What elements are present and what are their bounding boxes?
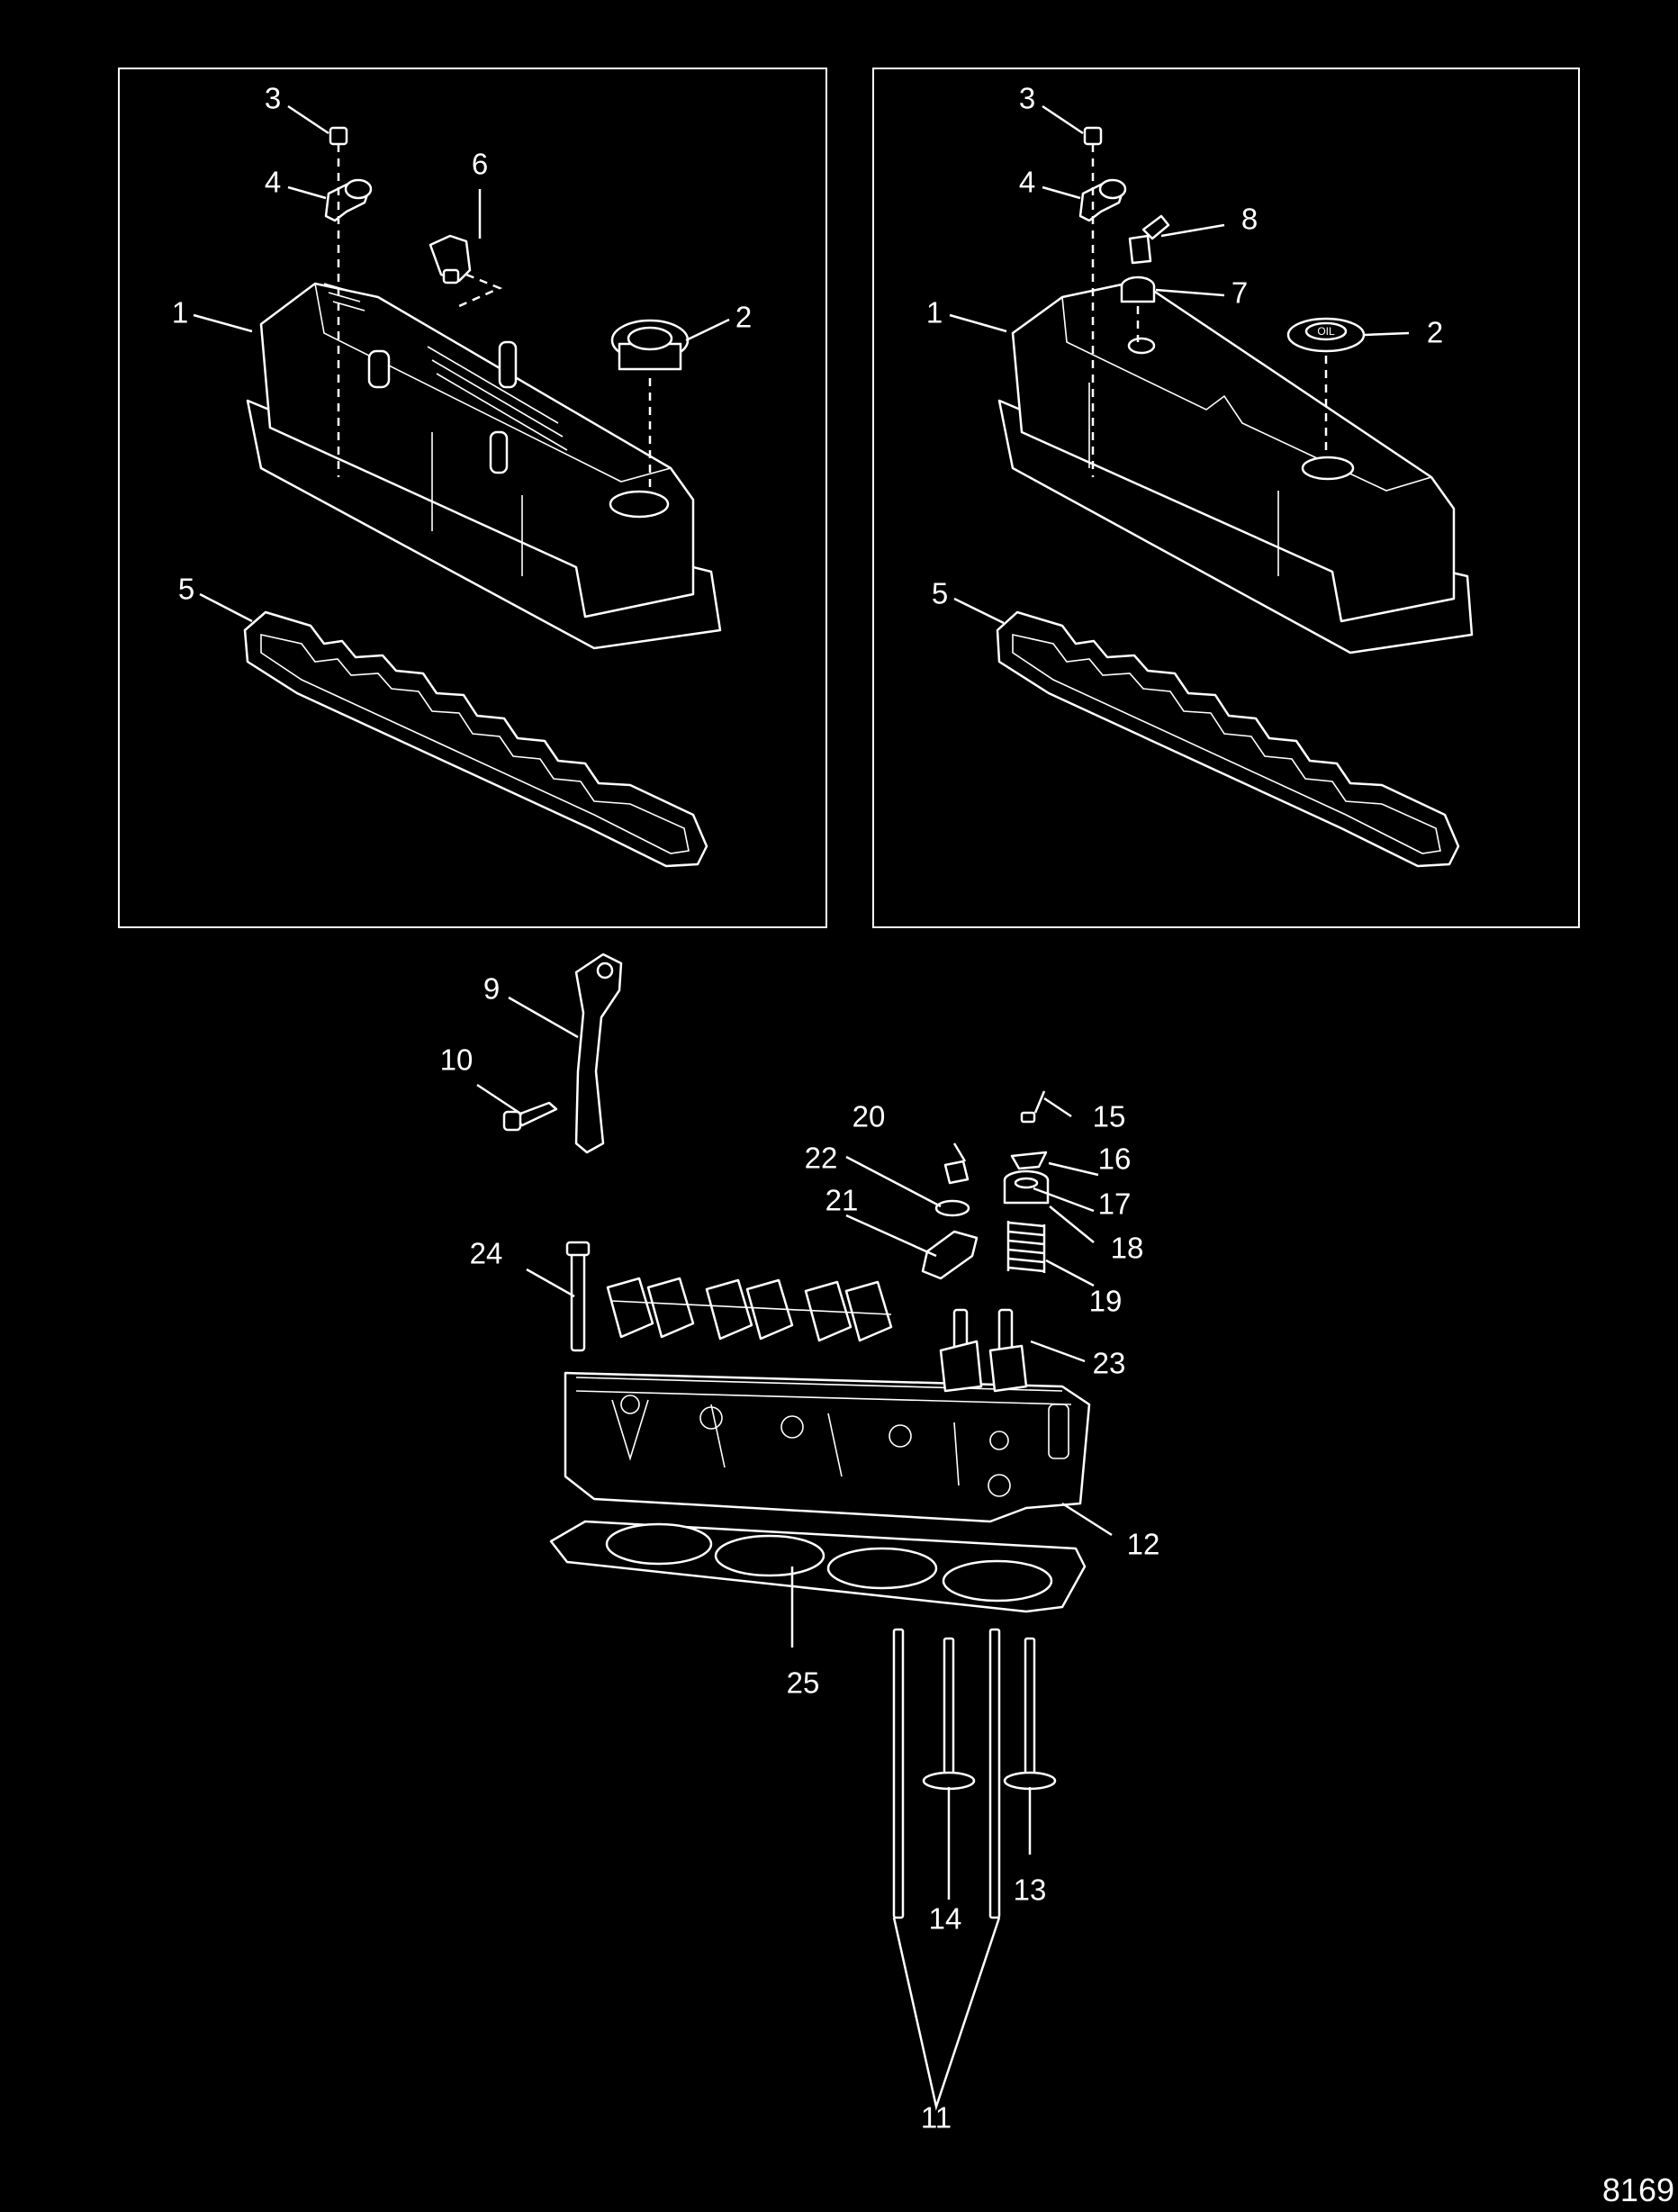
left-oil-filler-cap xyxy=(610,319,690,371)
left-bolt xyxy=(329,126,348,146)
callout-1-right: 1 xyxy=(926,296,943,330)
callout-2: 2 xyxy=(735,301,752,334)
callout-5: 5 xyxy=(178,573,194,606)
intake-valve xyxy=(943,1637,955,1775)
right-valve-cover-panel: OIL 3 4 8 7 1 2 5 xyxy=(872,68,1580,928)
cylinder-head xyxy=(564,1308,1091,1523)
callout-23: 23 xyxy=(1093,1347,1126,1380)
right-oil-filler-cap: OIL xyxy=(1286,317,1366,353)
left-valve-cover-panel: 3 4 6 1 2 5 xyxy=(118,68,827,928)
callout-4: 4 xyxy=(265,166,281,199)
callout-15: 15 xyxy=(1093,1100,1126,1133)
right-bolt xyxy=(1083,126,1103,146)
callout-5-right: 5 xyxy=(932,577,948,610)
lifting-bracket xyxy=(574,953,623,1154)
callout-3: 3 xyxy=(265,82,281,115)
callout-20: 20 xyxy=(853,1100,886,1133)
callout-2-right: 2 xyxy=(1427,316,1443,349)
callout-24: 24 xyxy=(470,1237,503,1270)
valve-spring xyxy=(1006,1221,1046,1273)
cap-text: OIL xyxy=(1317,325,1335,338)
valve-retainer xyxy=(1010,1151,1048,1170)
callout-8: 8 xyxy=(1241,203,1258,236)
left-vent-plug xyxy=(429,234,472,283)
callout-22: 22 xyxy=(805,1142,838,1175)
callout-6: 6 xyxy=(472,148,488,181)
callout-11: 11 xyxy=(921,2101,952,2135)
head-gasket xyxy=(549,1520,1087,1613)
callout-14: 14 xyxy=(929,1902,962,1936)
callout-10: 10 xyxy=(440,1043,474,1077)
callout-19: 19 xyxy=(1089,1285,1123,1318)
valve-seal-cap xyxy=(1003,1169,1050,1205)
rocker-arms xyxy=(606,1277,893,1342)
callout-12: 12 xyxy=(1127,1528,1160,1561)
callout-17: 17 xyxy=(1098,1187,1132,1221)
callout-3-right: 3 xyxy=(1019,82,1035,115)
callout-16: 16 xyxy=(1098,1142,1132,1176)
callout-18: 18 xyxy=(1111,1232,1144,1265)
left-panel-frame xyxy=(118,68,827,928)
rocker-arm-single xyxy=(921,1230,979,1280)
right-panel-frame xyxy=(872,68,1580,928)
callout-1: 1 xyxy=(172,296,188,330)
callout-13: 13 xyxy=(1014,1873,1047,1907)
callout-4-right: 4 xyxy=(1019,166,1035,199)
rocker-nut xyxy=(943,1160,970,1185)
callout-7: 7 xyxy=(1231,276,1248,310)
valves xyxy=(892,1628,1057,1919)
head-bolt xyxy=(570,1248,586,1352)
exhaust-valve xyxy=(1024,1637,1036,1775)
right-valve-cover xyxy=(997,279,1474,655)
right-gasket xyxy=(996,610,1460,868)
callout-9: 9 xyxy=(483,972,500,1006)
right-elbow-fitting xyxy=(1128,234,1152,265)
cylinder-head-assembly: 9 10 15 16 17 18 19 20 22 21 24 23 12 25… xyxy=(440,953,1160,2135)
left-valve-cover xyxy=(246,282,722,650)
left-gasket xyxy=(243,610,708,868)
figure-number: 8169 xyxy=(1602,2171,1674,2208)
callout-25: 25 xyxy=(787,1666,820,1700)
rocker-ball xyxy=(934,1199,970,1217)
valve-lock xyxy=(1020,1111,1036,1124)
callout-21: 21 xyxy=(825,1184,859,1217)
